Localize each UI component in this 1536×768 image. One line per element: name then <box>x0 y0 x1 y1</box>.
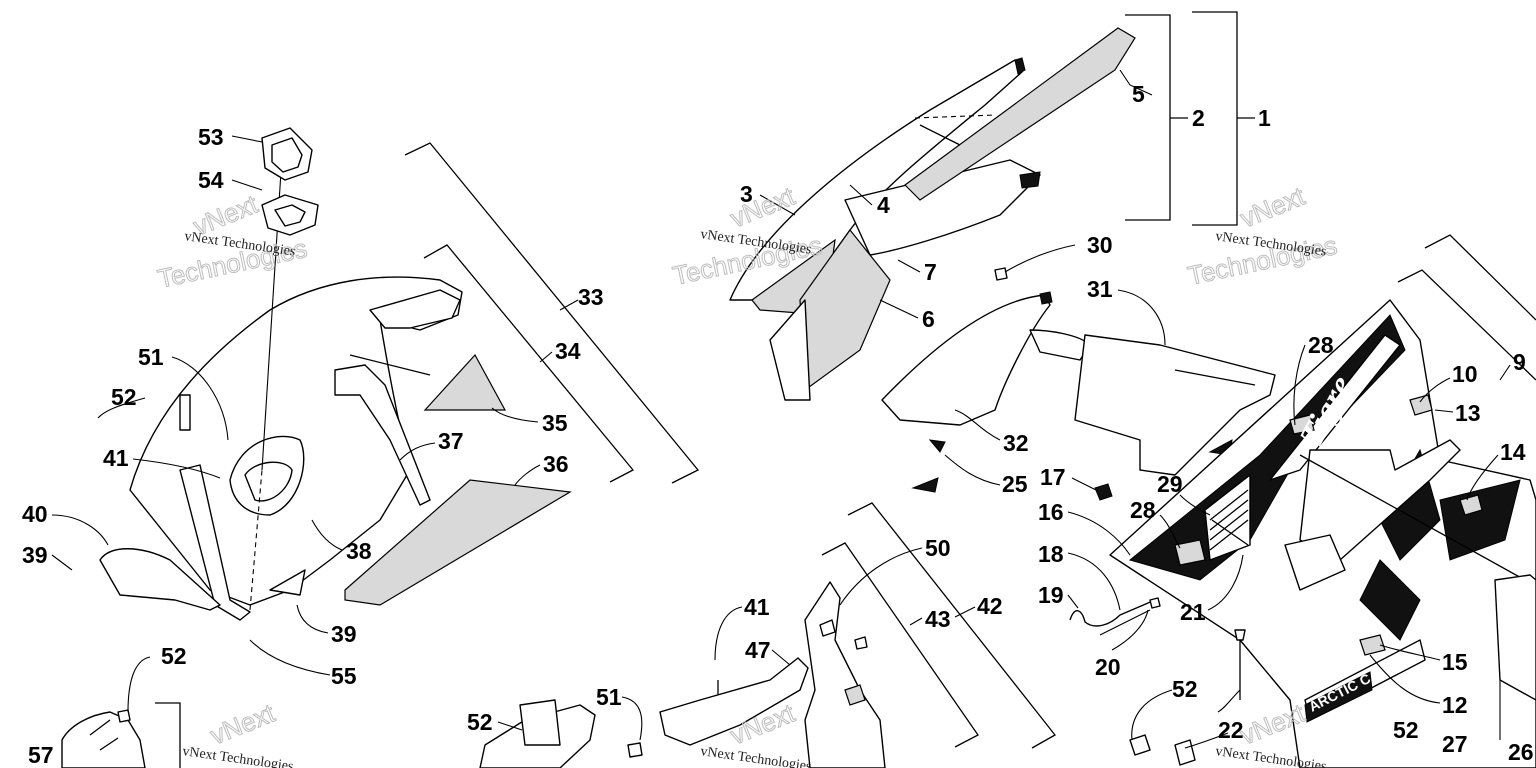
label-15: 15 <box>1442 649 1468 675</box>
label-28-upper: 28 <box>1308 332 1334 358</box>
rear-panel-assembly <box>729 27 1136 401</box>
label-33: 33 <box>578 284 604 310</box>
label-34: 34 <box>555 338 581 364</box>
label-35: 35 <box>542 410 568 436</box>
label-52-a: 52 <box>111 384 137 410</box>
label-52-c: 52 <box>467 709 493 735</box>
leader-lines <box>51 69 1511 749</box>
label-57: 57 <box>28 742 54 768</box>
label-2: 2 <box>1192 105 1205 131</box>
label-20: 20 <box>1095 654 1121 680</box>
label-32: 32 <box>1003 430 1029 456</box>
label-28-lower: 28 <box>1130 497 1156 523</box>
label-16: 16 <box>1038 499 1064 525</box>
label-50: 50 <box>925 535 951 561</box>
label-39-right: 39 <box>331 621 357 647</box>
console-assembly <box>99 139 572 621</box>
gasket-53 <box>261 127 313 181</box>
label-9: 9 <box>1513 349 1526 375</box>
label-6: 6 <box>922 306 935 332</box>
label-13: 13 <box>1455 400 1481 426</box>
label-53: 53 <box>198 124 224 150</box>
lower-left-part-57 <box>61 709 146 768</box>
label-52-d: 52 <box>1172 676 1198 702</box>
gasket-54 <box>261 194 319 236</box>
label-4: 4 <box>877 192 890 218</box>
label-7: 7 <box>924 259 937 285</box>
foam-strip-5 <box>904 27 1136 201</box>
label-22: 22 <box>1218 717 1244 743</box>
label-17: 17 <box>1040 464 1066 490</box>
label-1: 1 <box>1258 105 1271 131</box>
side-panel-31 <box>881 291 1276 493</box>
svg-text:vNext Technologies: vNext Technologies <box>181 744 294 768</box>
label-52-b: 52 <box>161 643 187 669</box>
label-37: 37 <box>438 428 464 454</box>
label-42: 42 <box>977 593 1003 619</box>
label-3: 3 <box>740 181 753 207</box>
foam-36 <box>344 479 572 606</box>
svg-text:vNext Technologies: vNext Technologies <box>699 744 812 768</box>
label-51-lower: 51 <box>596 684 622 710</box>
label-54: 54 <box>198 167 224 193</box>
callout-labels: 1 2 3 4 5 6 7 9 10 12 13 14 15 16 17 18 … <box>22 81 1534 768</box>
label-52-e: 52 <box>1393 717 1419 743</box>
fasteners-right <box>994 267 1246 766</box>
label-51-upper: 51 <box>138 344 164 370</box>
label-26: 26 <box>1508 739 1534 765</box>
label-40: 40 <box>22 501 48 527</box>
label-41-upper: 41 <box>103 445 129 471</box>
label-47: 47 <box>745 637 771 663</box>
label-12: 12 <box>1442 692 1468 718</box>
label-5: 5 <box>1132 81 1145 107</box>
label-30: 30 <box>1087 232 1113 258</box>
side-panel-9: Tigre ARCTIC CA <box>1109 299 1536 768</box>
lower-center-assembly <box>479 581 886 768</box>
label-10: 10 <box>1452 361 1478 387</box>
foam-35 <box>423 353 507 411</box>
label-43: 43 <box>925 606 951 632</box>
label-21: 21 <box>1180 599 1206 625</box>
label-31: 31 <box>1087 276 1113 302</box>
svg-text:vNext: vNext <box>1236 181 1310 234</box>
label-38: 38 <box>346 538 372 564</box>
label-14: 14 <box>1500 439 1526 465</box>
label-29: 29 <box>1157 471 1183 497</box>
label-55: 55 <box>331 663 357 689</box>
label-39-left: 39 <box>22 542 48 568</box>
label-18: 18 <box>1038 541 1064 567</box>
label-19: 19 <box>1038 582 1064 608</box>
label-41-lower: 41 <box>744 594 770 620</box>
label-36: 36 <box>543 451 569 477</box>
label-25: 25 <box>1002 471 1028 497</box>
svg-text:vNext: vNext <box>206 698 280 751</box>
label-27: 27 <box>1442 731 1468 757</box>
